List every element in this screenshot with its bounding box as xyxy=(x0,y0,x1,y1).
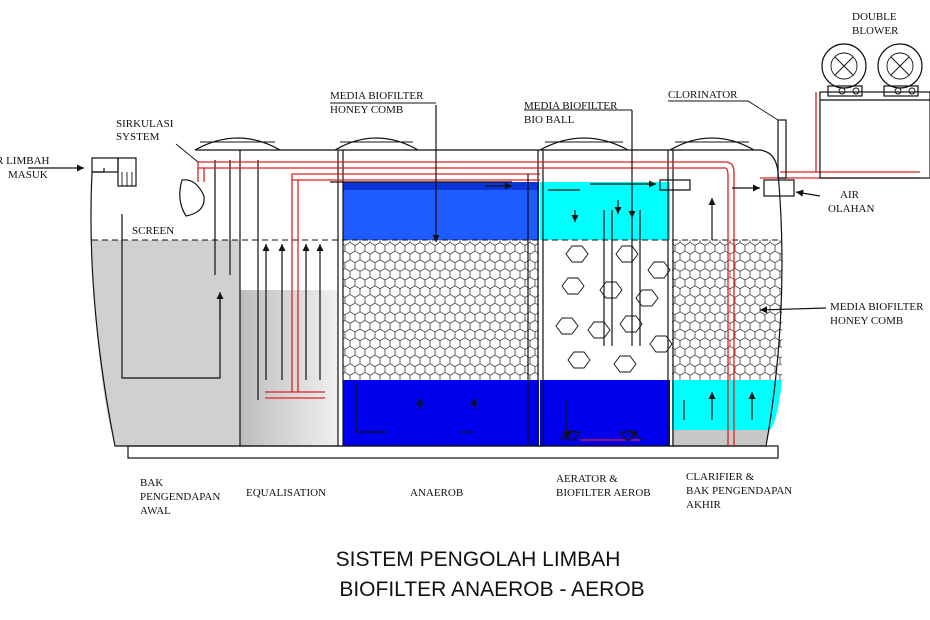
zone-aerator-2: BIOFILTER AEROB xyxy=(556,487,651,499)
blower-2-icon xyxy=(877,43,923,89)
diagram-title-line-1: SISTEM PENGOLAH LIMBAH xyxy=(336,548,621,571)
clorinator-label: CLORINATOR xyxy=(668,89,738,101)
aerob-water-bottom xyxy=(540,380,670,446)
labels: R LIMBAH MASUK SIRKULASI SYSTEM SCREEN M… xyxy=(0,11,924,601)
media-right-label-1: MEDIA BIOFILTER xyxy=(830,301,924,313)
sirkulasi-label-1: SIRKULASI xyxy=(116,118,174,130)
air-olahan-label-2: OLAHAN xyxy=(828,203,874,215)
zone-clarifier-3: AKHIR xyxy=(686,499,721,511)
diagram-title-line-2: BIOFILTER ANAEROB - AEROB xyxy=(339,578,644,601)
media-bioball-label-1: MEDIA BIOFILTER xyxy=(524,100,618,112)
outlet-clorinator xyxy=(763,119,795,197)
zone-awal-3: AWAL xyxy=(140,505,171,517)
aerob-water-top xyxy=(540,182,670,240)
blower-1-icon xyxy=(821,43,867,89)
screen-label: SCREEN xyxy=(132,225,174,237)
aerob-bioball-media xyxy=(540,240,670,380)
settling-water xyxy=(92,240,240,446)
water-fills xyxy=(92,182,782,446)
zone-clarifier-2: BAK PENGENDAPAN xyxy=(686,485,792,497)
blower-label-2: BLOWER xyxy=(852,25,899,37)
sirkulasi-label-2: SYSTEM xyxy=(116,131,160,143)
zone-awal-2: PENGENDAPAN xyxy=(140,491,220,503)
clarifier-water-bottom xyxy=(672,380,782,430)
zone-equalisation: EQUALISATION xyxy=(246,487,326,499)
blower-label-1: DOUBLE xyxy=(852,11,897,23)
media-top-label-2: HONEY COMB xyxy=(330,104,403,116)
double-blower xyxy=(819,43,930,179)
zone-awal-1: BAK xyxy=(140,477,163,489)
flow-arrows xyxy=(121,100,827,446)
inlet-label-2: MASUK xyxy=(8,169,48,181)
inlet-pipe xyxy=(28,157,205,217)
media-top-label-1: MEDIA BIOFILTER xyxy=(330,90,424,102)
media-bioball-label-2: BIO BALL xyxy=(524,114,575,126)
equalisation-water xyxy=(240,290,338,446)
media-right-label-2: HONEY COMB xyxy=(830,315,903,327)
zone-clarifier-1: CLARIFIER & xyxy=(686,471,755,483)
zone-anaerob: ANAEROB xyxy=(410,487,463,499)
anaerob-water-bottom xyxy=(343,380,539,446)
air-olahan-label-1: AIR xyxy=(840,189,860,201)
anaerob-water-top xyxy=(343,182,539,240)
recirculation-pipes xyxy=(197,92,920,446)
inlet-label-1: R LIMBAH xyxy=(0,155,50,167)
zone-aerator-1: AERATOR & xyxy=(556,473,618,485)
